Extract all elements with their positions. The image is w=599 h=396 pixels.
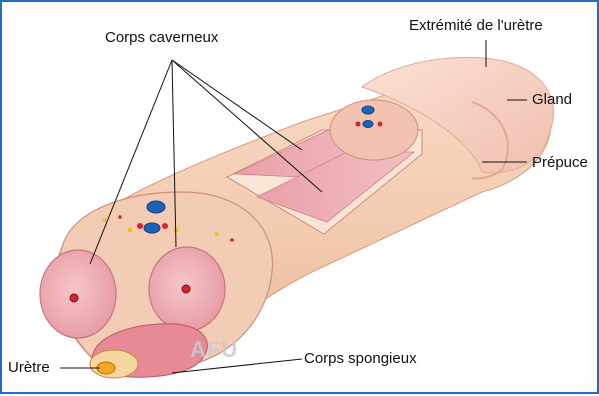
- distal-artery-2: [378, 122, 383, 127]
- corpus-cavernosum-left: [40, 250, 116, 338]
- artery-dot-2: [230, 238, 234, 242]
- nerve-dot: [103, 218, 107, 222]
- label-corps-caverneux: Corps caverneux: [105, 30, 218, 45]
- dorsal-vein: [147, 201, 165, 213]
- label-uretre: Urètre: [8, 360, 50, 375]
- distal-artery: [356, 122, 361, 127]
- dorsal-vein-2: [144, 223, 160, 233]
- label-gland: Gland: [532, 92, 572, 107]
- label-extremite-uretre: Extrémité de l'urètre: [409, 18, 543, 33]
- label-prepuce: Prépuce: [532, 155, 588, 170]
- distal-vein: [362, 106, 374, 114]
- nerve-dot-2: [215, 232, 219, 236]
- cavernous-artery-left: [70, 294, 78, 302]
- cavernous-artery-right: [182, 285, 190, 293]
- artery-dot: [118, 215, 122, 219]
- dorsal-artery-right: [162, 223, 168, 229]
- urethra-tissue: [90, 350, 138, 378]
- label-corps-spongieux: Corps spongieux: [304, 351, 417, 366]
- dorsal-artery-left: [137, 223, 143, 229]
- distal-vein-2: [363, 121, 373, 128]
- afu-watermark: AFU: [190, 337, 238, 363]
- dorsal-nerve-left: [128, 228, 133, 233]
